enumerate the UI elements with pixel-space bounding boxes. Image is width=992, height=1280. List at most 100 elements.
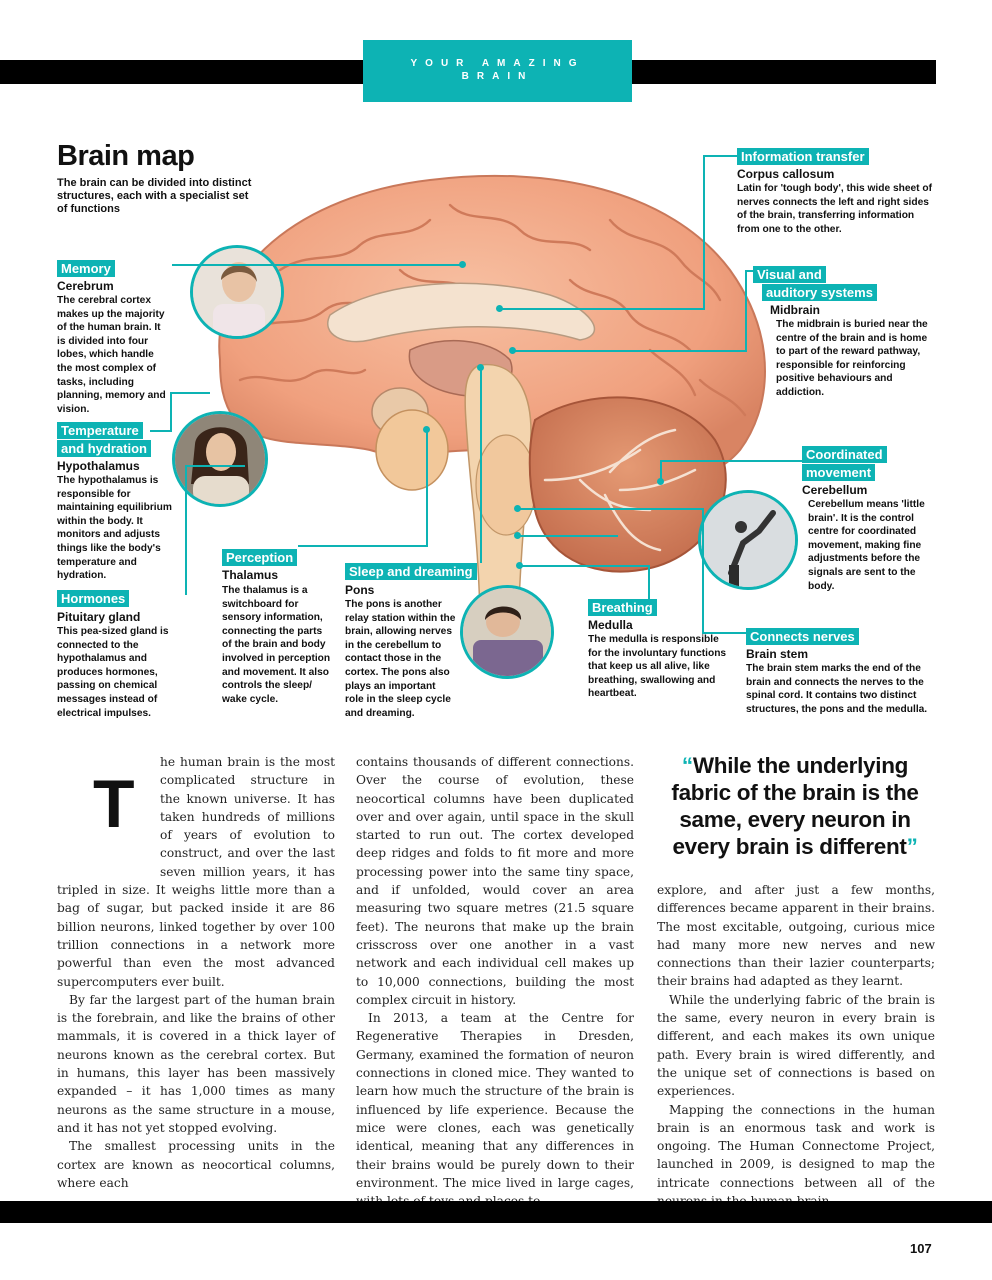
section-line1: YOUR AMAZING (410, 58, 585, 69)
hormones-tag: Hormones (57, 590, 130, 607)
col2-paragraph-2: In 2013, a team at the Centre for Regene… (356, 1011, 634, 1208)
col2-paragraph-1: contains thousands of different connecti… (356, 755, 634, 1007)
coordinated-text: Cerebellum means 'little brain'. It is t… (808, 499, 925, 592)
sleep-photo (460, 585, 554, 679)
memory-leader (172, 264, 462, 266)
connects-leader-h2 (518, 535, 618, 537)
connects-dot-1 (514, 505, 521, 512)
pull-quote: “While the underlying fabric of the brai… (655, 752, 935, 860)
connects-dot-2 (514, 532, 521, 539)
sleep-text: The pons is another relay station within… (345, 599, 456, 719)
memory-text: The cerebral cortex makes up the majorit… (57, 295, 166, 415)
breathing-dot (516, 562, 523, 569)
dropcap-spacer (57, 753, 160, 863)
visual-name: Midbrain (770, 303, 820, 317)
memory-photo (190, 245, 284, 339)
breathing-leader-h (520, 565, 650, 567)
section-line2: BRAIN (461, 71, 534, 82)
perception-tag: Perception (222, 549, 298, 566)
sleep-name: Pons (345, 583, 375, 597)
visual-tag-line2: auditory systems (762, 284, 877, 301)
coordinated-leader-h (660, 460, 802, 462)
page-title: Brain map (57, 140, 195, 172)
connects-text: The brain stem marks the end of the brai… (746, 663, 928, 715)
visual-text: The midbrain is buried near the centre o… (776, 319, 928, 398)
article-column-3: explore, and after just a few months, di… (657, 881, 935, 1210)
info-leader-h2 (500, 308, 705, 310)
quote-open-mark: “ (681, 753, 693, 778)
coordinated-dot (657, 478, 664, 485)
info-transfer-text: Latin for 'tough body', this wide sheet … (737, 183, 933, 235)
breathing-leader-v (648, 565, 650, 600)
hormones-name: Pituitary gland (57, 610, 141, 624)
memory-name: Cerebrum (57, 279, 114, 293)
temperature-tag-line1: Temperature (57, 422, 143, 439)
hormones-leader-h (185, 465, 245, 467)
temperature-photo (172, 411, 268, 507)
memory-dot (459, 261, 466, 268)
footer-bar (0, 1201, 992, 1223)
info-dot (496, 305, 503, 312)
coordinated-tag-line1: Coordinated (802, 446, 887, 463)
man-sleeping-image (463, 588, 551, 676)
info-transfer-name: Corpus callosum (737, 167, 835, 181)
perception-name: Thalamus (222, 568, 279, 582)
perception-leader-h (298, 545, 428, 547)
coordinated-leader-v (660, 460, 662, 482)
perception-text: The thalamus is a switchboard for sensor… (222, 585, 331, 705)
page-subtitle: The brain can be divided into distinct s… (57, 177, 252, 215)
section-header: YOUR AMAZING BRAIN (363, 40, 632, 102)
visual-leader-v (745, 270, 747, 352)
page-number: 107 (910, 1241, 932, 1256)
sleep-dot (477, 364, 484, 371)
article-column-1: he human brain is the most complicated s… (57, 753, 335, 1192)
pituitary-shape (375, 409, 449, 491)
info-leader-h (703, 155, 738, 157)
connects-leader-v (702, 508, 704, 633)
col1-paragraph-1: he human brain is the most complicated s… (57, 753, 335, 991)
col3-paragraph-3: Mapping the connections in the human bra… (657, 1102, 935, 1208)
perception-leader-v (426, 430, 428, 547)
col1-paragraph-3: The smallest processing units in the cor… (57, 1139, 335, 1190)
pons-shape (475, 434, 537, 536)
corpus-callosum-shape (327, 282, 596, 343)
header-bar-left (0, 60, 363, 84)
woman-scarf-image (175, 414, 265, 504)
visual-leader-h (745, 270, 755, 272)
sleep-tag: Sleep and dreaming (345, 563, 477, 580)
col1-inset-text: he human brain is the most complicated s… (57, 755, 335, 989)
connects-tag: Connects nerves (746, 628, 859, 645)
connects-leader-h3 (702, 632, 747, 634)
temperature-text: The hypothalamus is responsible for main… (57, 475, 172, 582)
article-column-2: contains thousands of different connecti… (356, 753, 634, 1210)
visual-dot (509, 347, 516, 354)
sleep-leader-v (480, 368, 482, 563)
coordinated-tag-line2: movement (802, 464, 876, 481)
col1-paragraph-2: By far the largest part of the human bra… (57, 992, 335, 1135)
memory-tag: Memory (57, 260, 115, 277)
perception-dot (423, 426, 430, 433)
temperature-name: Hypothalamus (57, 459, 140, 473)
climber-image (701, 493, 795, 587)
col3-paragraph-2: While the underlying fabric of the brain… (657, 992, 935, 1099)
connects-name: Brain stem (746, 647, 809, 661)
pull-quote-text: While the underlying fabric of the brain… (671, 753, 919, 859)
connects-leader-h1 (518, 508, 703, 510)
info-transfer-tag: Information transfer (737, 148, 869, 165)
drop-cap: T (93, 766, 135, 842)
breathing-name: Medulla (588, 618, 633, 632)
gyri-lines (238, 203, 747, 417)
info-leader-v (703, 155, 705, 310)
visual-tag-line1: Visual and (753, 266, 826, 283)
header-bar-right (632, 60, 936, 84)
temperature-leader-v (170, 392, 172, 432)
cerebellum-photo (698, 490, 798, 590)
temperature-tag-line2: and hydration (57, 440, 151, 457)
visual-leader-h2 (512, 350, 747, 352)
hormones-text: This pea-sized gland is connected to the… (57, 626, 169, 719)
brain-illustration (218, 174, 766, 631)
breathing-tag: Breathing (588, 599, 657, 616)
hormones-leader-v (185, 465, 187, 595)
temperature-leader-h (170, 392, 210, 394)
quote-close-mark: ” (906, 834, 918, 859)
